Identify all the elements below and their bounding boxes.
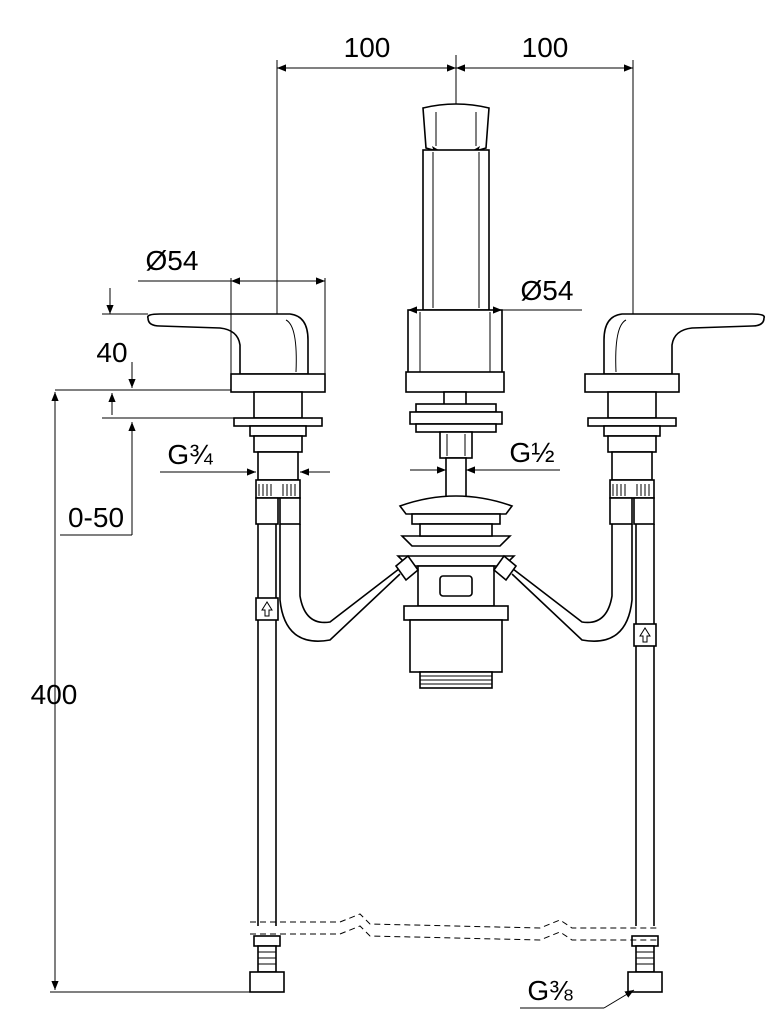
total-height-label: 400 (31, 679, 78, 710)
right-handle-valve (584, 313, 766, 525)
handle-height-dimension: 40 (55, 288, 231, 391)
left-supply-hose (249, 524, 285, 993)
spout-diameter-label: Ø54 (521, 275, 574, 306)
spacing-right-label: 100 (522, 32, 569, 63)
handle-diameter-label: Ø54 (146, 245, 199, 276)
spout-diameter-dimension: Ø54 (408, 275, 582, 314)
drain-assembly (396, 391, 516, 689)
drain-thread-label: G½ (509, 437, 554, 468)
drain-thread-dimension: G½ (410, 437, 560, 474)
right-supply-hose (627, 524, 663, 993)
supply-thread-dimension: G⅜ (520, 975, 635, 1009)
left-handle-valve (146, 313, 326, 525)
thickness-label: 0-50 (68, 502, 124, 533)
handle-height-label: 40 (96, 337, 127, 368)
spacing-left-label: 100 (344, 32, 391, 63)
thickness-dimension: 0-50 (60, 393, 234, 536)
break-line (250, 913, 660, 941)
total-height-dimension: 400 (31, 392, 256, 993)
spacing-dimension: 100 100 (276, 32, 634, 390)
mixing-hoses (279, 524, 633, 642)
handle-diameter-dimension: Ø54 (138, 245, 326, 374)
handle-thread-dimension: G¾ (160, 439, 330, 476)
handle-thread-label: G¾ (167, 439, 213, 470)
spout (405, 103, 505, 393)
supply-thread-label: G⅜ (527, 975, 573, 1006)
